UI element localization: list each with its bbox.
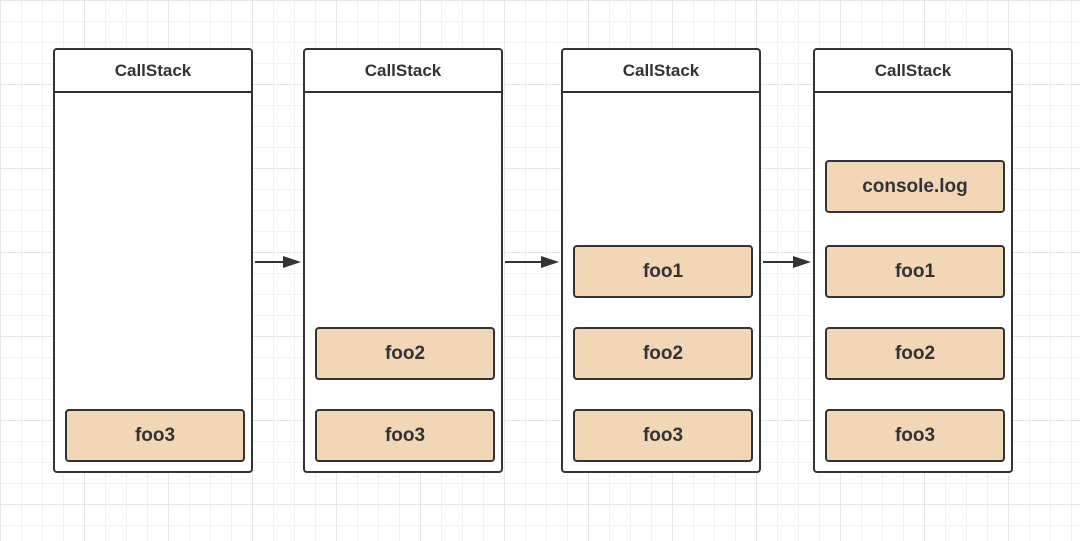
stack-frame: foo3	[825, 409, 1005, 462]
stack-frame: foo1	[573, 245, 753, 298]
call-stack-1: CallStack foo3	[53, 48, 253, 473]
call-stack-1-title: CallStack	[55, 50, 251, 93]
stack-frame: foo2	[315, 327, 495, 380]
call-stack-2-title: CallStack	[305, 50, 501, 93]
stack-frame: foo3	[315, 409, 495, 462]
arrow-3-to-4	[763, 256, 811, 268]
arrow-2-to-3	[505, 256, 559, 268]
call-stack-3: CallStack foo1 foo2 foo3	[561, 48, 761, 473]
stack-frame: foo3	[65, 409, 245, 462]
stack-frame: foo1	[825, 245, 1005, 298]
stack-frame: foo3	[573, 409, 753, 462]
call-stack-2: CallStack foo2 foo3	[303, 48, 503, 473]
call-stack-3-title: CallStack	[563, 50, 759, 93]
call-stack-4: CallStack console.log foo1 foo2 foo3	[813, 48, 1013, 473]
stack-frame: console.log	[825, 160, 1005, 213]
arrow-1-to-2	[255, 256, 301, 268]
stack-frame: foo2	[573, 327, 753, 380]
call-stack-4-title: CallStack	[815, 50, 1011, 93]
stack-frame: foo2	[825, 327, 1005, 380]
